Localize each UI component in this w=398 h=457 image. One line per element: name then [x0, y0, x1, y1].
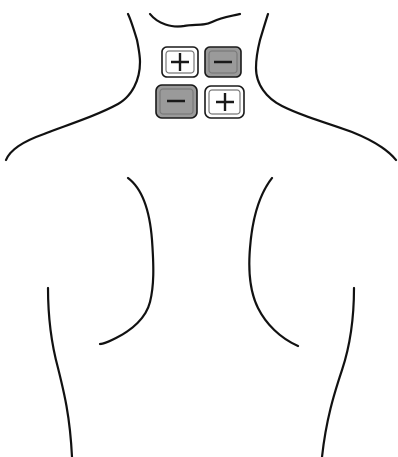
shoulder-blade-left [100, 178, 153, 344]
torso-left-side [48, 288, 72, 457]
neck-outline [6, 14, 396, 160]
torso-right-side [322, 288, 354, 457]
electrode-pad-bottom-right [205, 86, 244, 118]
electrode-pad-top-left [162, 47, 198, 77]
electrode-pad-bottom-left [156, 85, 197, 118]
shoulder-blade-right [249, 178, 298, 346]
electrode-pad-top-right [205, 47, 241, 77]
electrode-pad-group [156, 47, 244, 118]
